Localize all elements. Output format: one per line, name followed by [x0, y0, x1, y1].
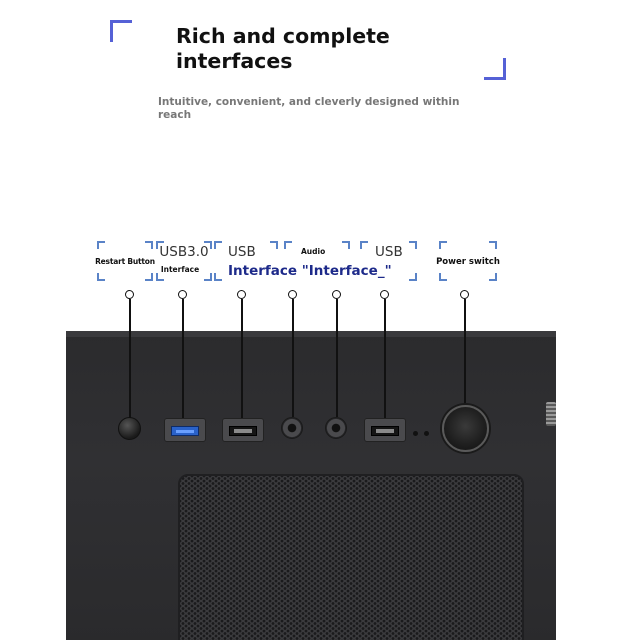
pc-case-top-edge	[66, 331, 556, 337]
label-restart-button: Restart Button	[95, 241, 155, 281]
label-usb3-interface: USB3.0 Interface	[156, 241, 212, 281]
headline: Rich and complete interfaces	[176, 24, 390, 73]
corner-accent-bottom-right	[484, 58, 506, 80]
label-usb-b: USB	[375, 244, 403, 260]
mesh-front-grille	[178, 474, 524, 640]
led-indicator-2	[424, 431, 429, 436]
side-knob-icon	[546, 402, 556, 426]
label-usb-a: USB	[228, 244, 256, 260]
usb3-port[interactable]	[164, 418, 206, 442]
stem-audio-2-overlay	[336, 331, 338, 417]
usb3-port-icon	[171, 426, 199, 436]
usb-port-icon	[229, 426, 257, 436]
corner-accent-top-left	[110, 20, 132, 42]
label-interface-row: Interface "Interface_"	[228, 263, 392, 279]
stem-audio-1-overlay	[292, 331, 294, 417]
stem-usb-a-overlay	[241, 331, 243, 421]
pin-restart	[125, 290, 134, 299]
subheadline: Intuitive, convenient, and cleverly desi…	[158, 96, 460, 121]
pin-power	[460, 290, 469, 299]
pin-usb-a	[237, 290, 246, 299]
stem-power-overlay	[464, 331, 466, 405]
stem-restart-overlay	[129, 331, 131, 419]
label-usb-audio-usb: USB Audio USB Interface "Interface_"	[214, 241, 417, 281]
audio-jack-headphone[interactable]	[281, 417, 303, 439]
pin-usb3	[178, 290, 187, 299]
power-button[interactable]	[442, 405, 489, 452]
label-power-switch: Power switch	[436, 241, 500, 281]
pin-audio-1	[288, 290, 297, 299]
led-indicator-1	[413, 431, 418, 436]
restart-button[interactable]	[118, 417, 141, 440]
usb-port-icon	[371, 426, 399, 436]
pin-usb-b	[380, 290, 389, 299]
usb-port-b[interactable]	[364, 418, 406, 442]
stem-usb3-overlay	[182, 331, 184, 421]
stem-usb-b-overlay	[384, 331, 386, 421]
audio-jack-mic[interactable]	[325, 417, 347, 439]
label-audio: Audio	[301, 247, 326, 256]
usb-port-a[interactable]	[222, 418, 264, 442]
pin-audio-2	[332, 290, 341, 299]
